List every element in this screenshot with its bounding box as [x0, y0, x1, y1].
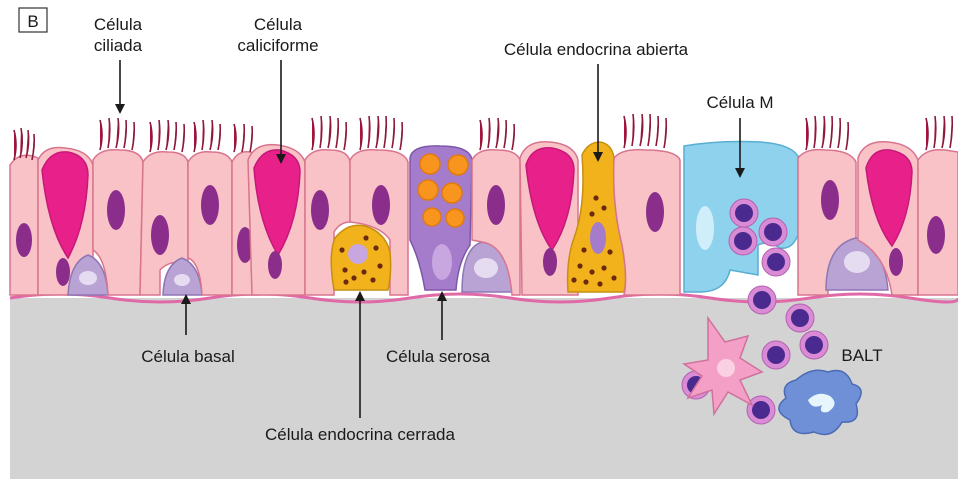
label-goblet-line2: caliciforme: [237, 36, 318, 55]
nucleus: [543, 248, 557, 276]
lymphocyte: [747, 396, 775, 424]
label-closed-endocrine: Célula endocrina cerrada: [265, 425, 455, 444]
nucleus: [79, 271, 97, 285]
nucleus: [107, 190, 125, 230]
nucleus: [717, 359, 735, 377]
lymphocyte: [730, 199, 758, 227]
label-serous: Célula serosa: [386, 347, 490, 366]
label-goblet-line1: Célula: [254, 15, 303, 34]
nucleus: [696, 206, 714, 250]
label-m-cell: Célula M: [706, 93, 773, 112]
nucleus: [590, 222, 606, 254]
nucleus: [311, 190, 329, 230]
nucleus: [927, 216, 945, 254]
epithelial-layer: [10, 142, 958, 296]
lymphocyte: [762, 248, 790, 276]
label-ciliated-line1: Célula: [94, 15, 143, 34]
lymphocyte: [800, 331, 828, 359]
label-balt: BALT: [841, 346, 882, 365]
lymphocyte: [748, 286, 776, 314]
label-basal: Célula basal: [141, 347, 235, 366]
nucleus: [487, 185, 505, 225]
lymphocyte: [762, 341, 790, 369]
lymphocyte: [729, 227, 757, 255]
label-open-endocrine: Célula endocrina abierta: [504, 40, 689, 59]
lymphocyte: [786, 304, 814, 332]
nucleus: [16, 223, 32, 257]
nucleus: [889, 248, 903, 276]
nucleus: [821, 180, 839, 220]
nucleus: [372, 185, 390, 225]
nucleus: [348, 244, 368, 264]
nucleus: [151, 215, 169, 255]
nucleus: [844, 251, 870, 273]
panel-letter: B: [27, 12, 38, 31]
nucleus: [201, 185, 219, 225]
nucleus: [474, 258, 498, 278]
nucleus: [56, 258, 70, 286]
nucleus: [646, 192, 664, 232]
lymphocyte: [759, 218, 787, 246]
nucleus: [268, 251, 282, 279]
nucleus: [174, 274, 190, 286]
label-ciliated-line2: ciliada: [94, 36, 143, 55]
nucleus: [432, 244, 452, 280]
